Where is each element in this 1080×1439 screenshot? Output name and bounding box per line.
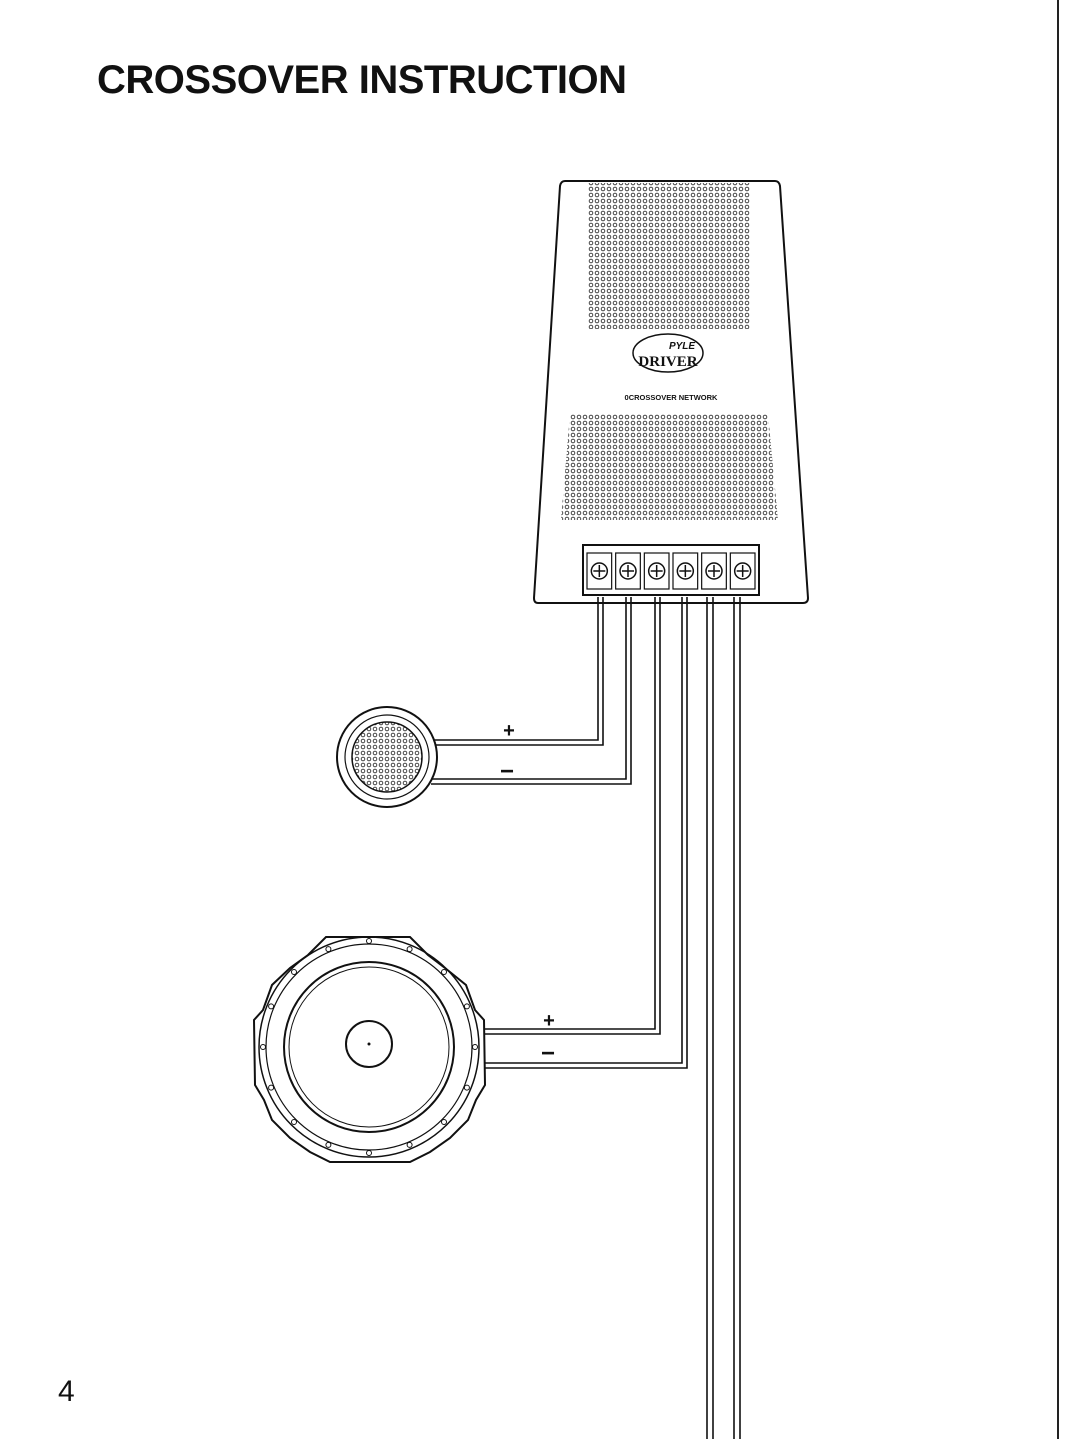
tweeter-speaker (336, 706, 438, 808)
input-wire-negative (733, 597, 741, 1439)
woofer-mount-hole (325, 1141, 332, 1148)
brand-logo-top: PYLE (669, 341, 695, 352)
brand-logo: PYLE DRIVER (632, 333, 704, 373)
crossover-label: 0CROSSOVER NETWORK (625, 393, 719, 402)
tweeter-negative-wire (431, 597, 632, 785)
tweeter-plus-label: + (503, 720, 515, 742)
terminal-block (582, 544, 760, 596)
woofer-mount-hole (441, 1119, 447, 1125)
lower-vent-grille (561, 414, 778, 520)
woofer-mount-hole (268, 1084, 275, 1091)
woofer-minus-label: − (541, 1040, 555, 1067)
brand-logo-bottom: DRIVER (638, 354, 697, 370)
woofer-positive-wire (480, 597, 661, 1035)
woofer-mount-hole (463, 1084, 470, 1091)
woofer-mount-hole (366, 938, 372, 944)
tweeter-positive-wire (433, 597, 604, 746)
upper-vent-grille (588, 183, 750, 329)
page-title: CROSSOVER INSTRUCTION (97, 58, 627, 102)
woofer-negative-wire (478, 597, 688, 1069)
woofer-mount-hole (366, 1150, 372, 1156)
crossover-housing (532, 180, 810, 604)
terminal-screw (586, 552, 613, 590)
terminal-screw (615, 552, 641, 590)
terminal-screw (672, 552, 699, 590)
woofer-mount-hole (291, 969, 297, 975)
woofer-mount-hole (260, 1044, 266, 1050)
terminal-screw (643, 552, 670, 590)
woofer-mount-hole (406, 1141, 413, 1148)
page-number: 4 (58, 1375, 75, 1408)
woofer-mount-hole (291, 1119, 297, 1125)
woofer-mount-hole (325, 946, 332, 953)
input-wire-positive (706, 597, 714, 1439)
terminal-screw (729, 552, 756, 590)
woofer-mount-hole (441, 969, 447, 975)
terminal-screw (701, 552, 727, 590)
woofer-mount-hole (406, 946, 413, 953)
woofer-plus-label: + (543, 1010, 555, 1032)
woofer-mount-hole (268, 1003, 275, 1010)
page-edge-rule (1057, 0, 1059, 1439)
tweeter-minus-label: − (500, 758, 514, 785)
woofer-speaker (252, 936, 487, 1163)
woofer-mount-hole (463, 1003, 470, 1010)
woofer-mount-hole (472, 1044, 478, 1050)
